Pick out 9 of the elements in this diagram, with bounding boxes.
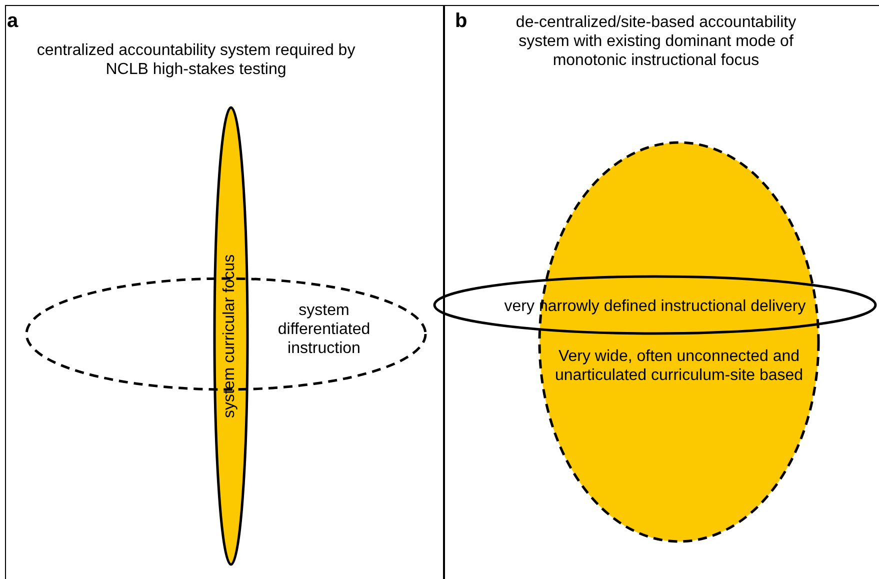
ellipse-label: system differentiated instruction (276, 301, 372, 358)
panel-letter: b (455, 12, 468, 31)
panel-heading: centralized accountability system required by NCLB high-stakes testing (36, 41, 356, 79)
panel-heading: de-centralized/site-based accountability system with existing dominant mode of monotonic instructional focus (514, 13, 798, 70)
panel (5, 5, 444, 579)
ellipse-label: system curricular focus (220, 253, 239, 420)
panel (444, 5, 879, 579)
panel-letter: a (7, 12, 20, 31)
ellipse-label: Very wide, often unconnected and unarticulated curriculum-site based (554, 347, 804, 385)
